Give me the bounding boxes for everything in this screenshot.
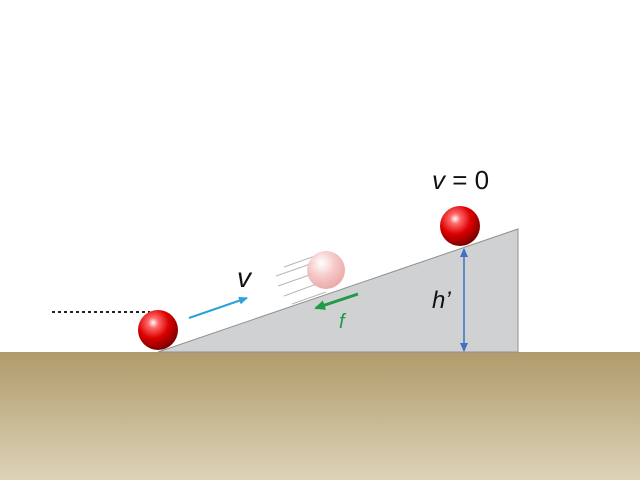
ground (0, 352, 640, 480)
friction-arrow (314, 292, 359, 310)
ball-bottom (138, 310, 178, 350)
ball-top (440, 206, 480, 246)
height-label: h’ (432, 287, 451, 314)
final-velocity-symbol: v (432, 165, 447, 195)
final-velocity-label: v = 0 (432, 165, 489, 195)
incline (157, 228, 519, 353)
moving-ball (307, 251, 345, 289)
velocity-arrow (188, 296, 248, 319)
final-velocity-value: = 0 (445, 165, 489, 195)
velocity-label: v (237, 262, 253, 293)
friction-label: f (339, 311, 347, 333)
